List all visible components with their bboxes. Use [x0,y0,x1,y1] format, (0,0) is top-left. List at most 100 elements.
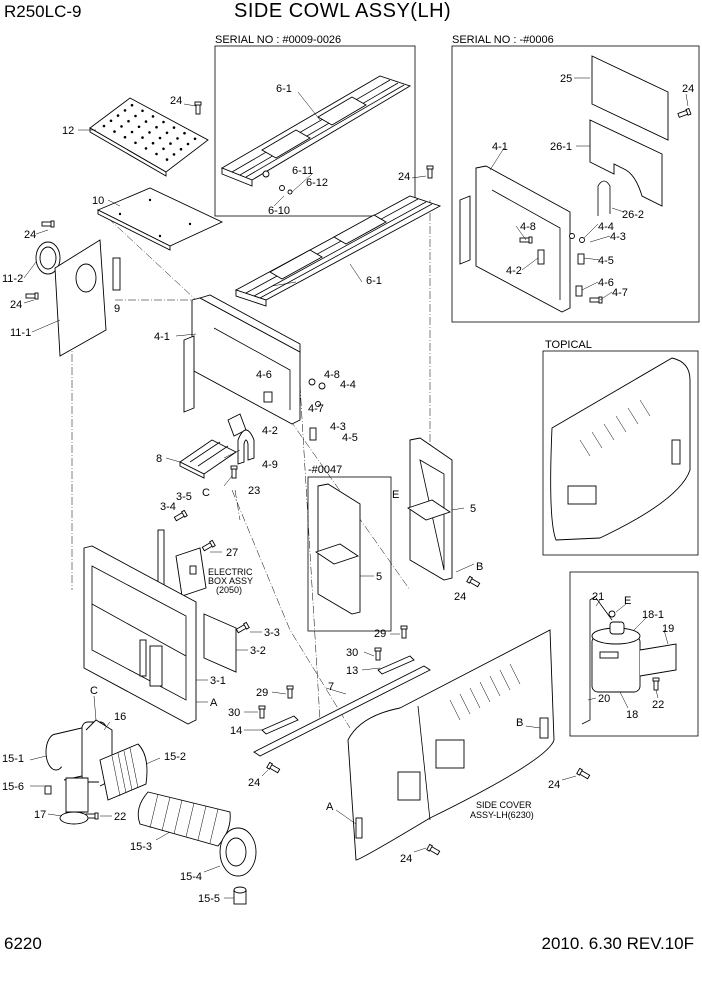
perforation-hole [155,125,158,129]
perforation-hole [172,153,176,156]
serial-label-0009-0026: SERIAL NO : #0009-0026 [215,34,341,46]
bracket-9 [112,257,121,291]
callout-15-2: 15-2 [164,751,186,763]
callout-3-3: 3-3 [264,627,280,639]
callout-6-1: 6-1 [276,83,292,95]
page-number: 6220 [4,934,42,953]
perforation-hole [151,141,155,145]
callout-4-8: 4-8 [324,369,340,381]
perforation-hole [186,142,190,146]
perforation-hole [169,142,172,145]
callout-24: 24 [248,777,260,789]
callout-29: 29 [256,687,268,699]
tread-rail-6-1-inset [220,75,412,195]
perforation-hole [130,103,134,107]
callout-6-1: 6-1 [366,275,382,287]
callout-B: B [516,717,523,729]
callout-15-4: 15-4 [180,871,202,883]
reservoir-frame [569,571,699,737]
rail-7 [253,665,431,757]
callout-24: 24 [454,591,466,603]
electric-box-note-line1: ELECTRIC [208,567,253,577]
callout-3-4: 3-4 [160,501,176,513]
callout-6-12: 6-12 [306,177,328,189]
frame-5 [406,437,453,581]
callout-4-3: 4-3 [610,231,626,243]
topical-frame: TOPICAL [542,339,699,556]
callout-10: 10 [92,195,104,207]
callout-26-1: 26-1 [550,141,572,153]
callout-25: 25 [560,73,572,85]
electric-box-note-line3: (2050) [216,585,242,595]
side-cover: SIDE COVER ASSY-LH(6230) [347,629,555,861]
perforation-hole [137,125,141,129]
perforation-hole [130,130,134,134]
callout-24: 24 [10,299,22,311]
frame-bracket-4-1 [183,294,301,465]
callout-24: 24 [24,229,36,241]
callout-18-1: 18-1 [642,609,664,621]
callout-18: 18 [626,709,638,721]
callout-6-10: 6-10 [268,205,290,217]
callouts: 24 12 6-1 6-11 6-12 6-10 10 24 24 11-2 2… [2,73,694,905]
callout-8: 8 [156,453,162,465]
perforation-hole [144,120,148,123]
callout-3-1: 3-1 [210,675,226,687]
rail-14 [261,715,299,735]
electric-box-note-line2: BOX ASSY [208,576,253,586]
perforation-hole [141,109,144,113]
callout-C: C [90,685,98,697]
callout-30: 30 [228,707,240,719]
serial-label-0047: -#0047 [308,464,342,476]
side-cover-note-line1: SIDE COVER [476,800,532,810]
callout-5: 5 [470,503,476,515]
callout-26-2: 26-2 [622,209,644,221]
callout-4-2: 4-2 [506,265,522,277]
topical-vents [579,399,651,457]
hardware-4-x [263,378,326,441]
callout-4-5: 4-5 [598,255,614,267]
topical-label: TOPICAL [545,339,592,351]
callout-E: E [624,595,631,607]
callout-C: C [202,487,210,499]
callout-15-3: 15-3 [130,841,152,853]
perforation-hole [162,147,165,151]
tread-rail-6-1 [234,195,442,307]
callout-B: B [476,561,483,573]
perforation-hole [176,137,179,140]
frame-3-1 [83,545,197,725]
louver-vents [449,663,521,721]
revision-date: 2010. 6.30 REV.10F [541,934,695,953]
perforation-hole [165,158,169,161]
callout-12: 12 [62,125,74,137]
perforated-plate-12 [89,97,209,177]
callout-4-9: 4-9 [262,459,278,471]
perforation-hole [148,131,151,134]
perforation-hole [116,114,120,117]
perforation-hole [151,115,155,118]
perforation-hole [134,114,137,118]
callout-24: 24 [170,95,182,107]
perforation-hole [141,136,144,139]
clip-26-2 [597,180,611,216]
callout-4-7: 4-7 [612,287,628,299]
panel-26-1 [589,119,663,207]
serial-frame-0006: SERIAL NO : -#0006 [451,34,700,323]
callout-3-5: 3-5 [176,491,192,503]
grommet-11-2 [35,241,61,275]
model-name: R250LC-9 [4,2,82,21]
topical-cover [550,357,691,541]
leader-lines [23,77,689,899]
callout-22: 22 [114,811,126,823]
callout-4-8: 4-8 [520,221,536,233]
side-cover-note-line2: ASSY-LH(6230) [470,810,534,820]
callout-22: 22 [652,699,664,711]
bolts [25,101,692,856]
callout-4-3: 4-3 [330,421,346,433]
perforation-hole [109,119,113,123]
filter-15-2 [99,743,148,801]
perforation-hole [162,120,165,124]
perforation-hole [172,126,176,129]
callout-15-5: 15-5 [198,893,220,905]
